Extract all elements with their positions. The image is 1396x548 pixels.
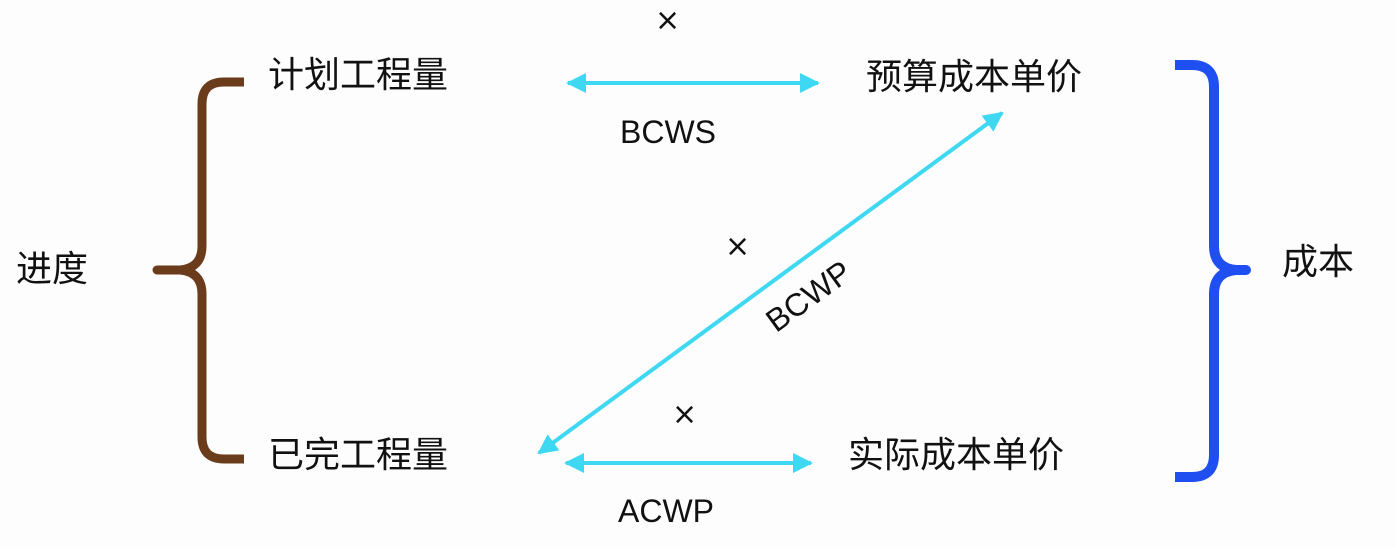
label-cost: 成本	[1282, 242, 1355, 283]
multiply-symbol-top: ×	[655, 3, 681, 38]
label-bcwp: BCWP	[759, 253, 858, 339]
multiply-symbol-diagonal: ×	[725, 229, 751, 264]
label-acwp: ACWP	[618, 493, 714, 529]
left-brace	[152, 77, 244, 464]
label-progress: 进度	[16, 249, 89, 290]
label-budget-unit-cost: 预算成本单价	[866, 57, 1083, 98]
arrow-diagonal-bcwp	[537, 111, 1004, 455]
multiply-symbol-bottom: ×	[672, 397, 698, 432]
label-actual-unit-cost: 实际成本单价	[848, 435, 1065, 476]
right-brace	[1175, 60, 1251, 482]
label-planned-quantity: 计划工程量	[268, 55, 449, 96]
label-bcws: BCWS	[620, 114, 716, 150]
label-completed-quantity: 已完工程量	[268, 435, 449, 476]
